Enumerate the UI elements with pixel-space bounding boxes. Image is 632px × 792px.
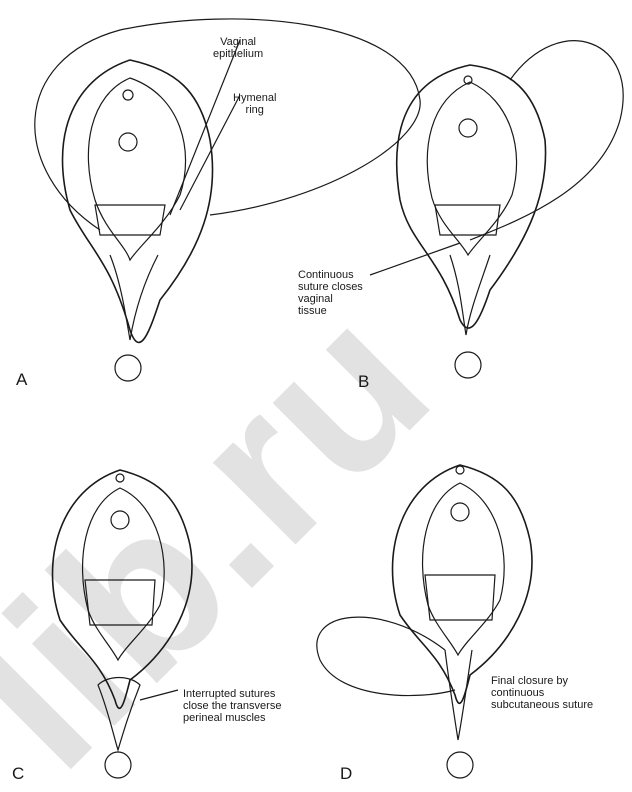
panel-letter-c: C (12, 764, 24, 784)
panel-b-drawing (370, 41, 623, 378)
callout-continuous-suture: Continuous suture closes vaginal tissue (298, 269, 363, 317)
panel-a-drawing (35, 19, 420, 381)
callout-hymenal-ring: Hymenal ring (233, 92, 276, 116)
panel-letter-a: A (16, 370, 27, 390)
panel-d-drawing (317, 465, 532, 778)
panel-c-drawing (53, 470, 192, 778)
panel-letter-b: B (358, 372, 369, 392)
callout-interrupted-sutures: Interrupted sutures close the transverse… (183, 688, 281, 724)
callout-vaginal-epithelium: Vaginal epithelium (213, 36, 263, 60)
callout-final-closure: Final closure by continuous subcutaneous… (491, 675, 593, 711)
panel-letter-d: D (340, 764, 352, 784)
